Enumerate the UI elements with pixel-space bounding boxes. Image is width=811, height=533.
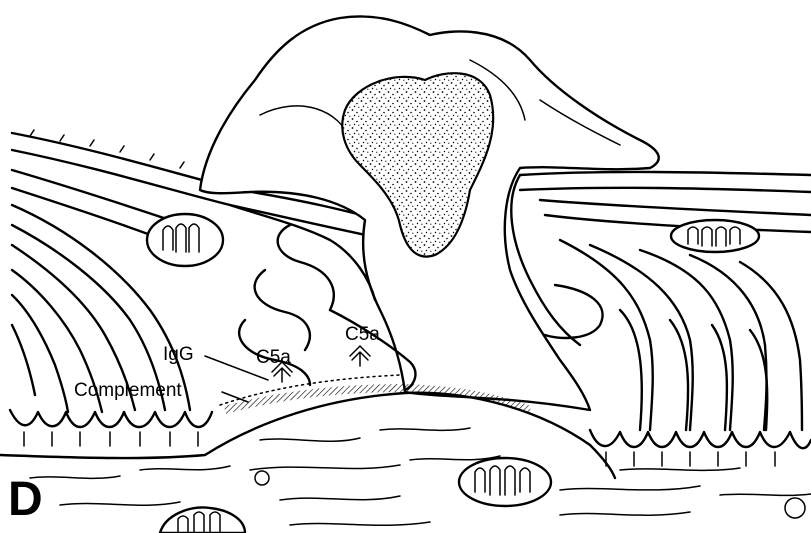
- mitochondrion-bottom: [459, 458, 551, 506]
- up-arrow-icon: [350, 346, 370, 366]
- right-cell-membranes: [511, 172, 811, 466]
- mitochondrion-corner: [160, 507, 245, 533]
- lower-cytoplasm: [30, 428, 811, 525]
- c5a-label-right: C5a: [345, 324, 380, 345]
- mitochondrion-left: [147, 214, 223, 266]
- c5a-label-left: C5a: [256, 347, 291, 368]
- igg-label: IgG: [163, 344, 194, 365]
- mitochondrion-right: [671, 220, 759, 252]
- panel-letter: D: [8, 473, 43, 526]
- complement-label: Complement: [74, 380, 182, 401]
